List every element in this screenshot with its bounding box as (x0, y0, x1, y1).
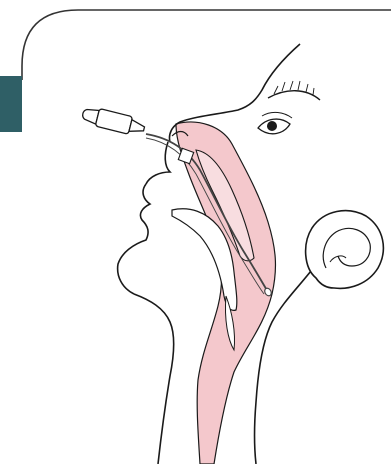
lips-chin (118, 184, 150, 294)
connector-nozzle (129, 120, 145, 135)
eyebrow (268, 91, 320, 100)
ear-icon (306, 211, 384, 289)
airway (172, 122, 275, 464)
pupil (267, 121, 277, 131)
eye-crease (262, 112, 292, 118)
ear-outer (306, 211, 384, 289)
connector-body (95, 109, 132, 135)
frame-corner-line (22, 10, 391, 80)
syringe-connector-icon (81, 105, 146, 138)
corner-tab (0, 76, 22, 132)
page-frame (0, 10, 391, 132)
eye-icon (258, 81, 320, 134)
jaw-neck-front (134, 294, 174, 464)
nose-tip (146, 142, 170, 184)
